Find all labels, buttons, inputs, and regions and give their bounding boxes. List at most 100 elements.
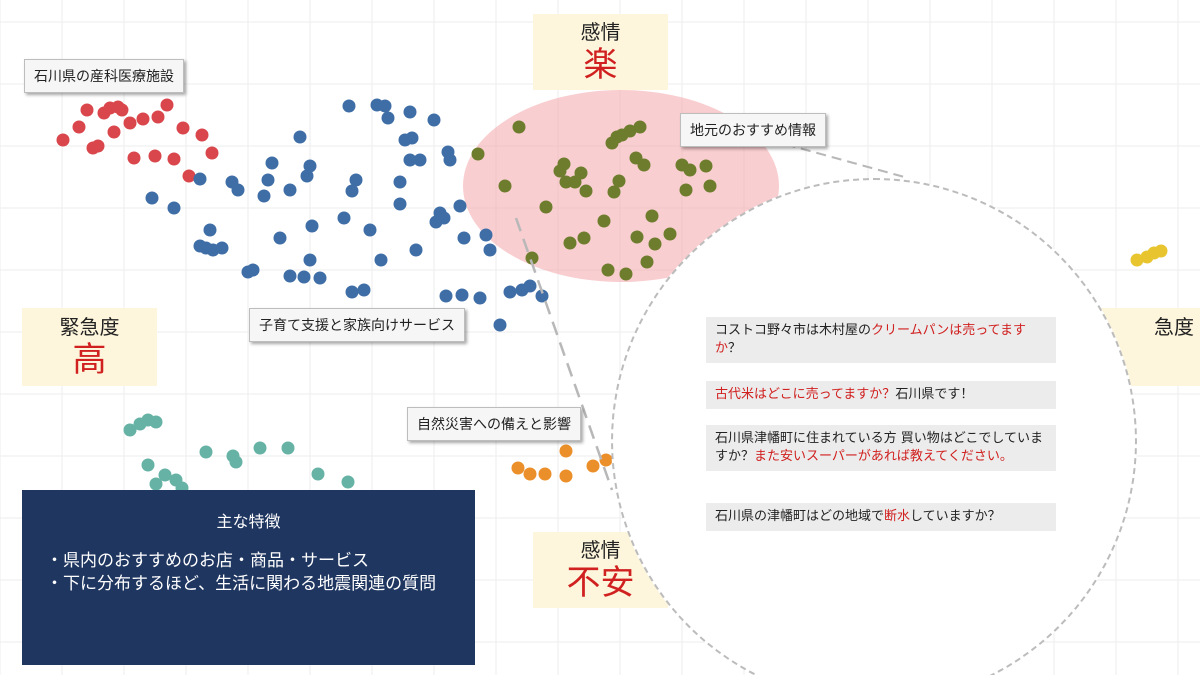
point-blue [231, 183, 245, 197]
point-blue [246, 263, 260, 277]
summary-bullet-1: ・県内のおすすめのお店・商品・サービス [46, 551, 369, 571]
point-red [115, 103, 129, 117]
question-3-part: また安いスーパーがあれば教えてください。 [754, 449, 1013, 464]
point-red [151, 110, 165, 124]
point-olive [683, 163, 697, 177]
point-blue [403, 105, 417, 119]
point-red [136, 112, 150, 126]
point-blue [345, 184, 359, 198]
point-blue [409, 243, 423, 257]
point-blue [405, 131, 419, 145]
point-olive [630, 230, 644, 244]
question-4: 石川県の津幡町はどの地域で断水していますか？ [706, 503, 1056, 531]
point-blue [297, 270, 311, 284]
point-blue [453, 199, 467, 213]
point-blue [357, 283, 371, 297]
point-red [182, 169, 196, 183]
data-points [56, 98, 1168, 495]
point-blue [215, 241, 229, 255]
point-blue [349, 173, 363, 187]
point-olive [645, 209, 659, 223]
summary-title: 主な特徴 [216, 512, 281, 531]
point-blue [479, 228, 493, 242]
point-teal [341, 475, 355, 489]
question-3-part: 石川県津幡町に住まれている方 買い物はどこでしていますか？ [715, 431, 1043, 464]
point-blue [393, 197, 407, 211]
point-olive [597, 214, 611, 228]
point-orange [586, 459, 600, 473]
point-olive [699, 159, 713, 173]
point-olive [679, 183, 693, 197]
point-teal [311, 467, 325, 481]
point-olive [637, 158, 651, 172]
point-red [127, 151, 141, 165]
point-olive [563, 236, 577, 250]
point-blue [203, 223, 217, 237]
axis-left-box: 緊急度 高 [22, 308, 157, 386]
point-blue [303, 159, 317, 173]
point-blue [283, 183, 297, 197]
point-blue [378, 99, 392, 113]
point-red [176, 121, 190, 135]
point-blue [535, 289, 549, 303]
point-red [80, 103, 94, 117]
point-olive [607, 185, 621, 199]
point-blue [403, 153, 417, 167]
point-teal [199, 445, 213, 459]
point-blue [337, 211, 351, 225]
point-olive [623, 124, 637, 138]
point-blue [265, 156, 279, 170]
point-blue [457, 231, 471, 245]
point-blue [257, 189, 271, 203]
point-orange [523, 467, 537, 481]
question-1-part: コストコ野々市は木村屋の [715, 323, 872, 338]
point-olive [601, 263, 615, 277]
axis-left-value: 高 [72, 340, 107, 380]
summary-panel: 主な特徴 ・県内のおすすめのお店・商品・サービス ・下に分布するほど、生活に関わ… [22, 490, 475, 665]
point-blue [413, 153, 427, 167]
point-blue [493, 318, 507, 332]
point-red [148, 149, 162, 163]
point-blue [167, 201, 181, 215]
point-blue [283, 269, 297, 283]
point-blue [483, 243, 497, 257]
point-blue [342, 99, 356, 113]
axis-left-caption: 緊急度 [59, 315, 120, 339]
label-local: 地元のおすすめ情報 [680, 113, 826, 147]
point-blue [523, 279, 537, 293]
summary-bullet-2: ・下に分布するほど、生活に関わる地震関連の質問 [46, 574, 437, 594]
question-4-part: していますか？ [910, 509, 1001, 524]
label-disaster: 自然災害への備えと影響 [407, 407, 581, 441]
point-teal [281, 441, 295, 455]
label-child: 子育て支援と家族向けサービス [249, 308, 465, 342]
point-olive [640, 255, 654, 269]
point-olive [577, 231, 591, 245]
point-olive [557, 157, 571, 171]
point-red [56, 133, 70, 147]
point-red [205, 146, 219, 160]
point-olive [539, 200, 553, 214]
point-orange [559, 469, 573, 483]
question-4-part: 断水 [884, 509, 911, 524]
point-blue [293, 130, 307, 144]
point-blue [363, 223, 377, 237]
point-blue [345, 285, 359, 299]
point-olive [525, 251, 539, 265]
point-teal [229, 455, 243, 469]
axis-top-value: 楽 [583, 45, 618, 85]
point-olive [471, 147, 485, 161]
point-red [72, 120, 86, 134]
question-1-part: クリームパンは売ってますか [715, 323, 1026, 356]
point-olive [648, 237, 662, 251]
point-blue [193, 172, 207, 186]
point-olive [559, 175, 573, 189]
label-medical: 石川県の産科医療施設 [24, 59, 184, 93]
point-teal [149, 415, 163, 429]
point-orange [538, 467, 552, 481]
point-blue [300, 169, 314, 183]
point-blue [443, 153, 457, 167]
point-blue [427, 113, 441, 127]
point-blue [374, 253, 388, 267]
point-orange [599, 453, 613, 467]
